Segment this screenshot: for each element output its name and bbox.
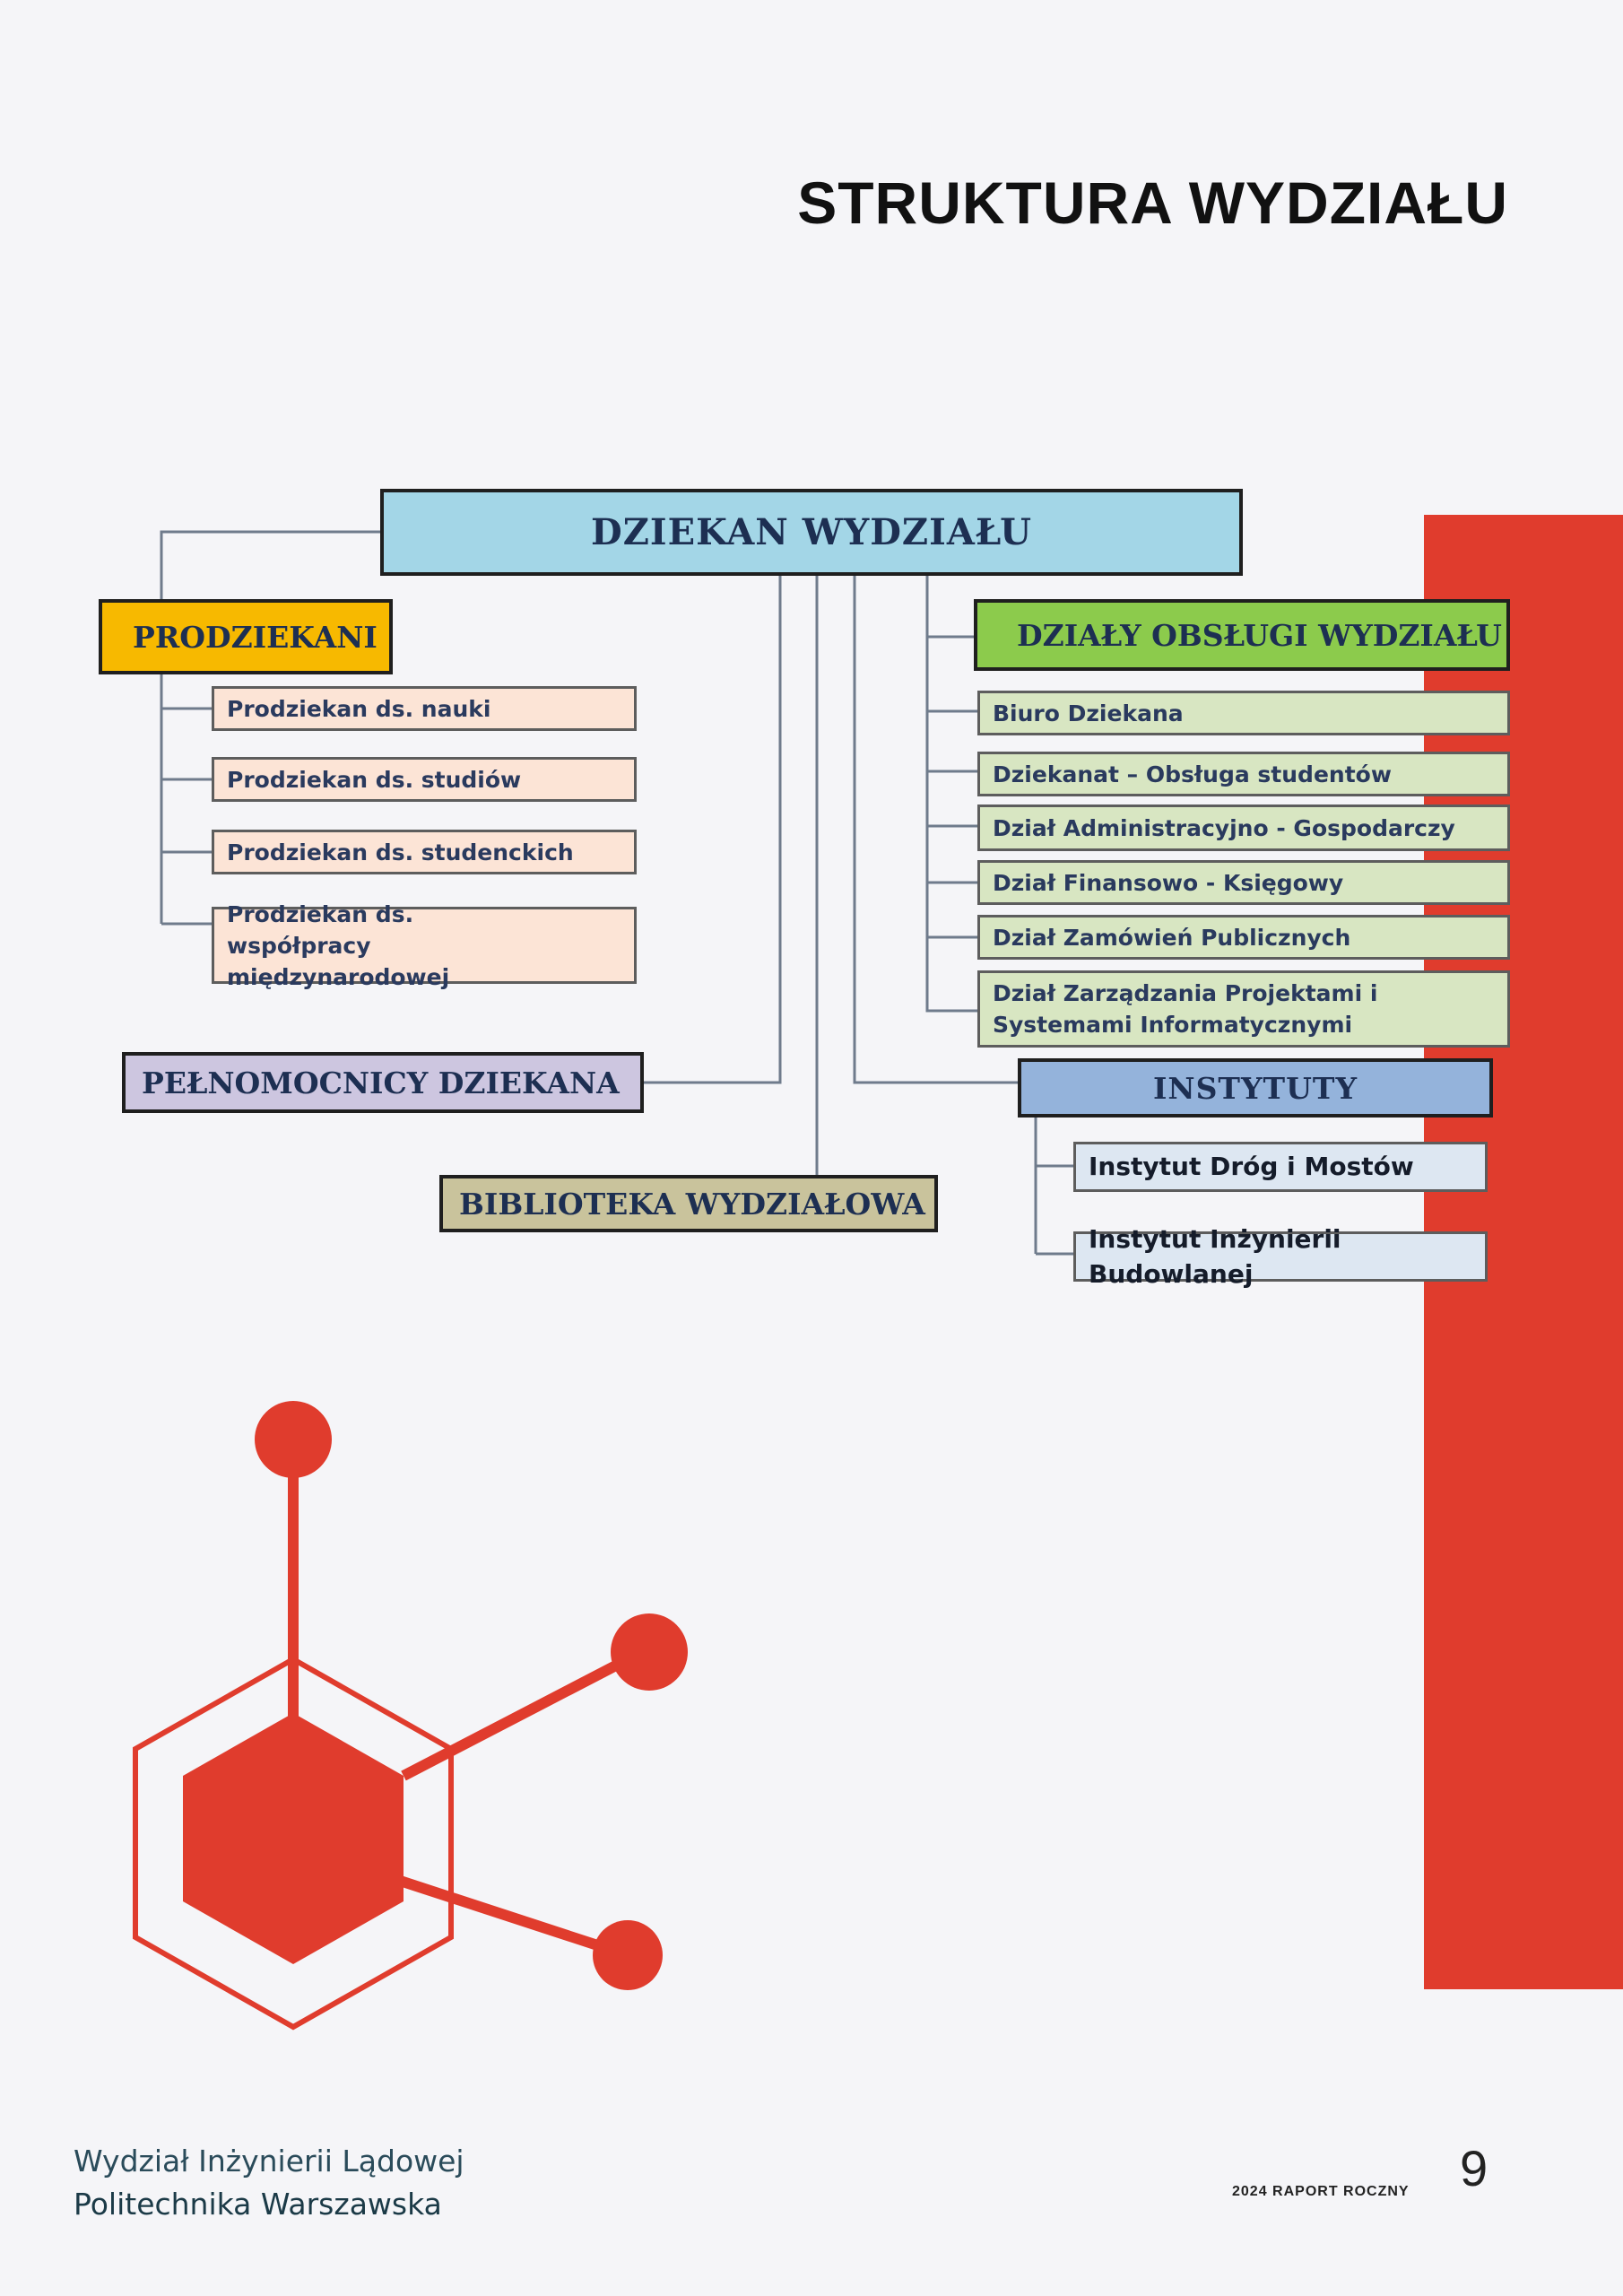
node-dzialy-obslugi: DZIAŁY OBSŁUGI WYDZIAŁU — [974, 599, 1510, 671]
node-dzial-administracyjny: Dział Administracyjno - Gospodarczy — [977, 804, 1510, 851]
node-dzial-projektow: Dział Zarządzania Projektami i Systemami… — [977, 970, 1510, 1048]
footer-organization: Wydział Inżynierii Lądowej Politechnika … — [74, 2140, 464, 2226]
page-title: STRUKTURA WYDZIAŁU — [797, 170, 1508, 236]
footer-report-label: 2024 RAPORT ROCZNY — [1232, 2184, 1410, 2199]
node-dziekanat: Dziekanat – Obsługa studentów — [977, 752, 1510, 796]
footer-university: Politechnika Warszawska — [74, 2187, 442, 2222]
node-pelnomocnicy: PEŁNOMOCNICY DZIEKANA — [122, 1052, 644, 1113]
node-prodziekan-nauki: Prodziekan ds. nauki — [212, 686, 637, 731]
page-number: 9 — [1460, 2140, 1488, 2196]
node-biblioteka: BIBLIOTEKA WYDZIAŁOWA — [439, 1175, 938, 1232]
node-instytut-inzynierii: Instytut Inżynierii Budowlanej — [1073, 1224, 1488, 1289]
node-prodziekan-wspolpracy: Prodziekan ds. współpracy międzynarodowe… — [212, 901, 637, 990]
node-dzial-finansowy: Dział Finansowo - Księgowy — [977, 860, 1510, 905]
node-biuro-dziekana: Biuro Dziekana — [977, 691, 1510, 735]
node-dzial-zamowien: Dział Zamówień Publicznych — [977, 915, 1510, 960]
node-prodziekan-studenckich: Prodziekan ds. studenckich — [212, 830, 637, 874]
molecule-graphic — [133, 1401, 688, 2031]
node-instytuty: INSTYTUTY — [1018, 1058, 1493, 1118]
node-dziekan-wydzialu: DZIEKAN WYDZIAŁU — [380, 489, 1243, 576]
node-prodziekani: PRODZIEKANI — [99, 599, 393, 674]
node-prodziekan-studiow: Prodziekan ds. studiów — [212, 757, 637, 802]
node-instytut-drog: Instytut Dróg i Mostów — [1073, 1142, 1488, 1192]
footer-faculty: Wydział Inżynierii Lądowej — [74, 2144, 464, 2179]
